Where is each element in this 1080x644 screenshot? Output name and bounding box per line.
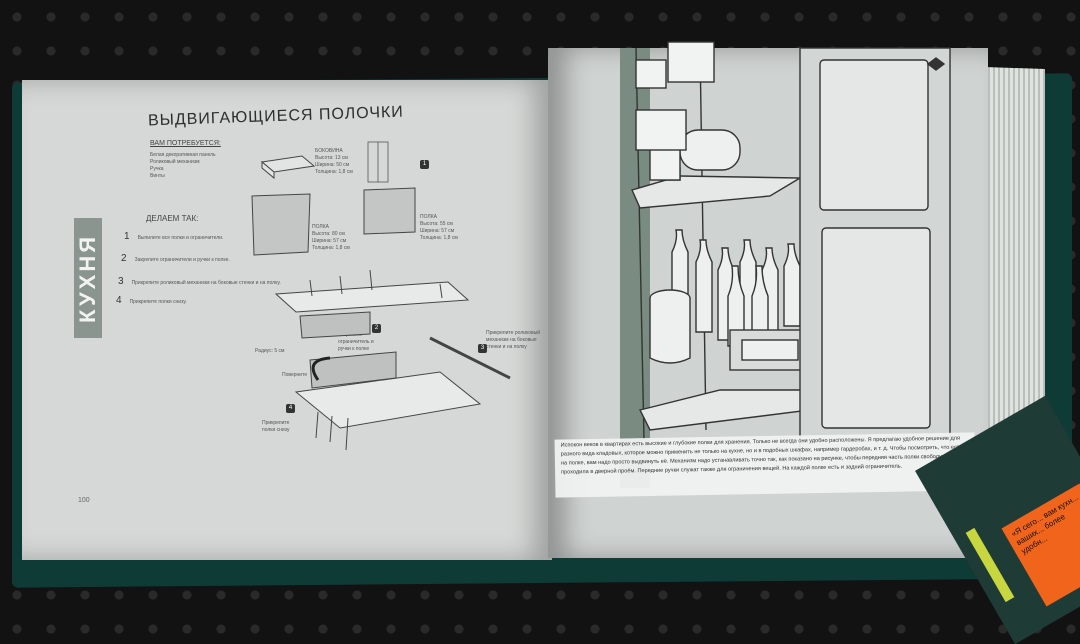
turn-label: Поверните — [282, 372, 308, 378]
list-item: Винты — [150, 173, 165, 179]
shelf-b-drawing — [363, 187, 416, 235]
assembly-bottom-drawing — [294, 336, 511, 451]
cabinet-drawing — [631, 41, 951, 459]
side-panel-drawing — [260, 155, 316, 180]
photo-scene: КУХНЯ ВЫДВИГАЮЩИЕСЯ ПОЛОЧКИ ВАМ ПОТРЕБУЕ… — [12, 41, 1080, 644]
step-marker-4: 4 — [286, 404, 295, 413]
dimension-sketch — [367, 141, 389, 183]
step-marker-1: 1 — [420, 160, 429, 169]
bokovina-label: БОКОВИНА Высота: 13 см Ширина: 50 см Тол… — [315, 148, 353, 175]
list-item: Белая декоративная панель — [150, 152, 216, 158]
shelf-a-drawing — [251, 193, 311, 256]
radius-label: Радиус: 5 см — [255, 348, 285, 354]
step-marker-2: 2 — [372, 324, 381, 333]
step-marker-3: 3 — [478, 344, 487, 353]
assembly-top-drawing — [274, 269, 470, 339]
you-need-heading: ВАМ ПОТРЕБУЕТСЯ: — [150, 140, 221, 147]
you-need-list: Белая декоративная панель Роликовый меха… — [150, 152, 216, 180]
do-heading: ДЕЛАЕМ ТАК: — [146, 214, 199, 223]
list-item: Ручка — [150, 166, 164, 172]
caption-text: Испокон веков в квартирах есть высокие и… — [554, 432, 976, 498]
list-item: Роликовый механизм — [150, 159, 200, 165]
attach-roller-label: Прикрепите роликовый механизм на боковые… — [486, 330, 541, 350]
page-number: 100 — [78, 497, 90, 504]
attach-bottom-label: Прикрепите полки снизу — [262, 420, 290, 433]
polka-b-label: ПОЛКА Высота: 55 см Ширина: 57 см Толщин… — [420, 214, 458, 241]
polka-a-label: ПОЛКА Высота: 80 см Ширина: 57 см Толщин… — [312, 224, 350, 251]
illustrations — [251, 41, 951, 459]
